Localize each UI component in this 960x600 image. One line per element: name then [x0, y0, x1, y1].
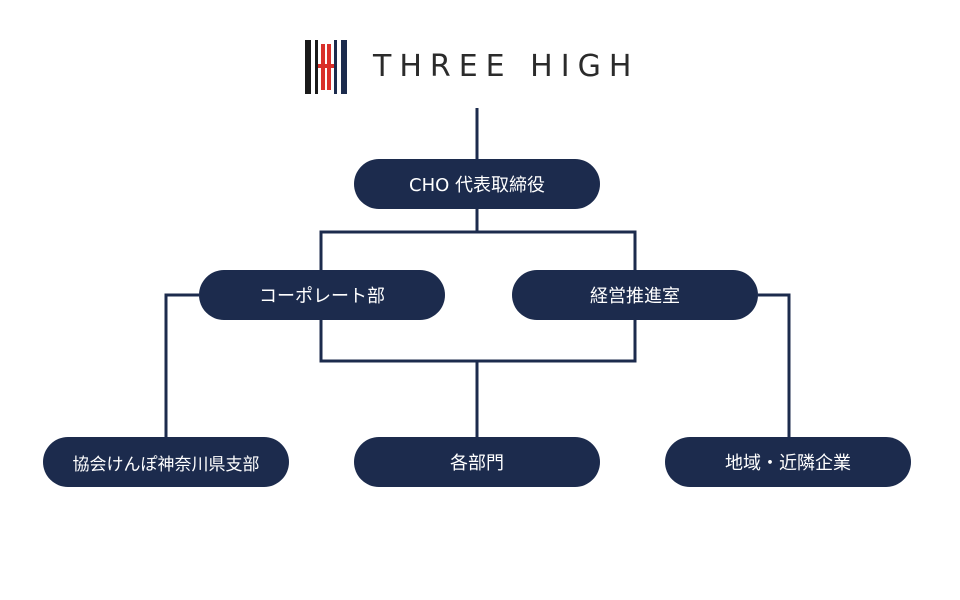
connector-bracket-bottom	[319, 320, 637, 363]
node-corporate-department: コーポレート部	[199, 270, 445, 320]
company-logo: THREE HIGH	[305, 40, 639, 94]
node-regional-companies: 地域・近隣企業	[665, 437, 911, 487]
node-management-office: 経営推進室	[512, 270, 758, 320]
three-high-logo-icon	[305, 40, 347, 94]
logo-wordmark: THREE HIGH	[373, 49, 640, 84]
node-kenpo-kanagawa: 協会けんぽ神奈川県支部	[43, 437, 289, 487]
node-departments: 各部門	[354, 437, 600, 487]
connector-corporate-kenpo	[164, 293, 199, 437]
connector-management-regional	[758, 293, 791, 437]
connector-bracket-top	[319, 230, 637, 270]
node-cho: CHO 代表取締役	[354, 159, 600, 209]
